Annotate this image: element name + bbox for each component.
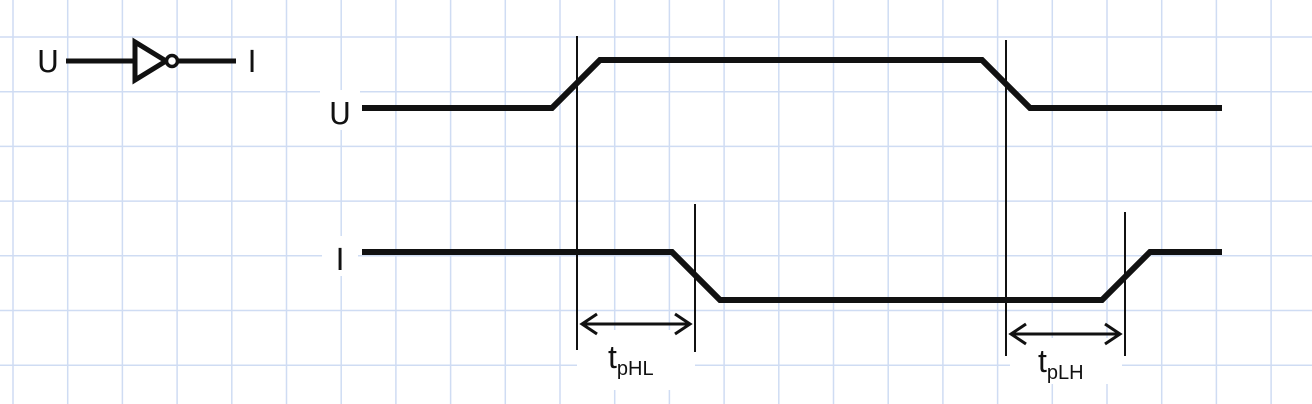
input-waveform: [362, 57, 1222, 111]
tphl-arrow: [579, 312, 693, 336]
input-signal-label-bg: [320, 90, 360, 130]
symbol-output-label-bg: [236, 40, 266, 80]
tplh-label-bg: [1010, 338, 1122, 384]
symbol-input-label: U: [37, 45, 59, 80]
tphl-label-bg: [577, 330, 695, 390]
output-signal-label: I: [336, 243, 345, 278]
inversion-bubble: [164, 53, 180, 69]
symbol-output-label: I: [248, 45, 257, 80]
inverter-triangle: [132, 37, 171, 85]
output-signal-label-bg: [322, 236, 358, 276]
inverter-symbol: U I: [30, 37, 266, 85]
output-waveform: [362, 249, 1222, 303]
tphl-label: tpHL: [608, 339, 654, 380]
tplh-arrow: [1008, 322, 1123, 346]
symbol-input-label-bg: [30, 38, 66, 80]
input-signal-label: U: [329, 97, 351, 132]
tplh-label: tpLH: [1038, 343, 1084, 384]
